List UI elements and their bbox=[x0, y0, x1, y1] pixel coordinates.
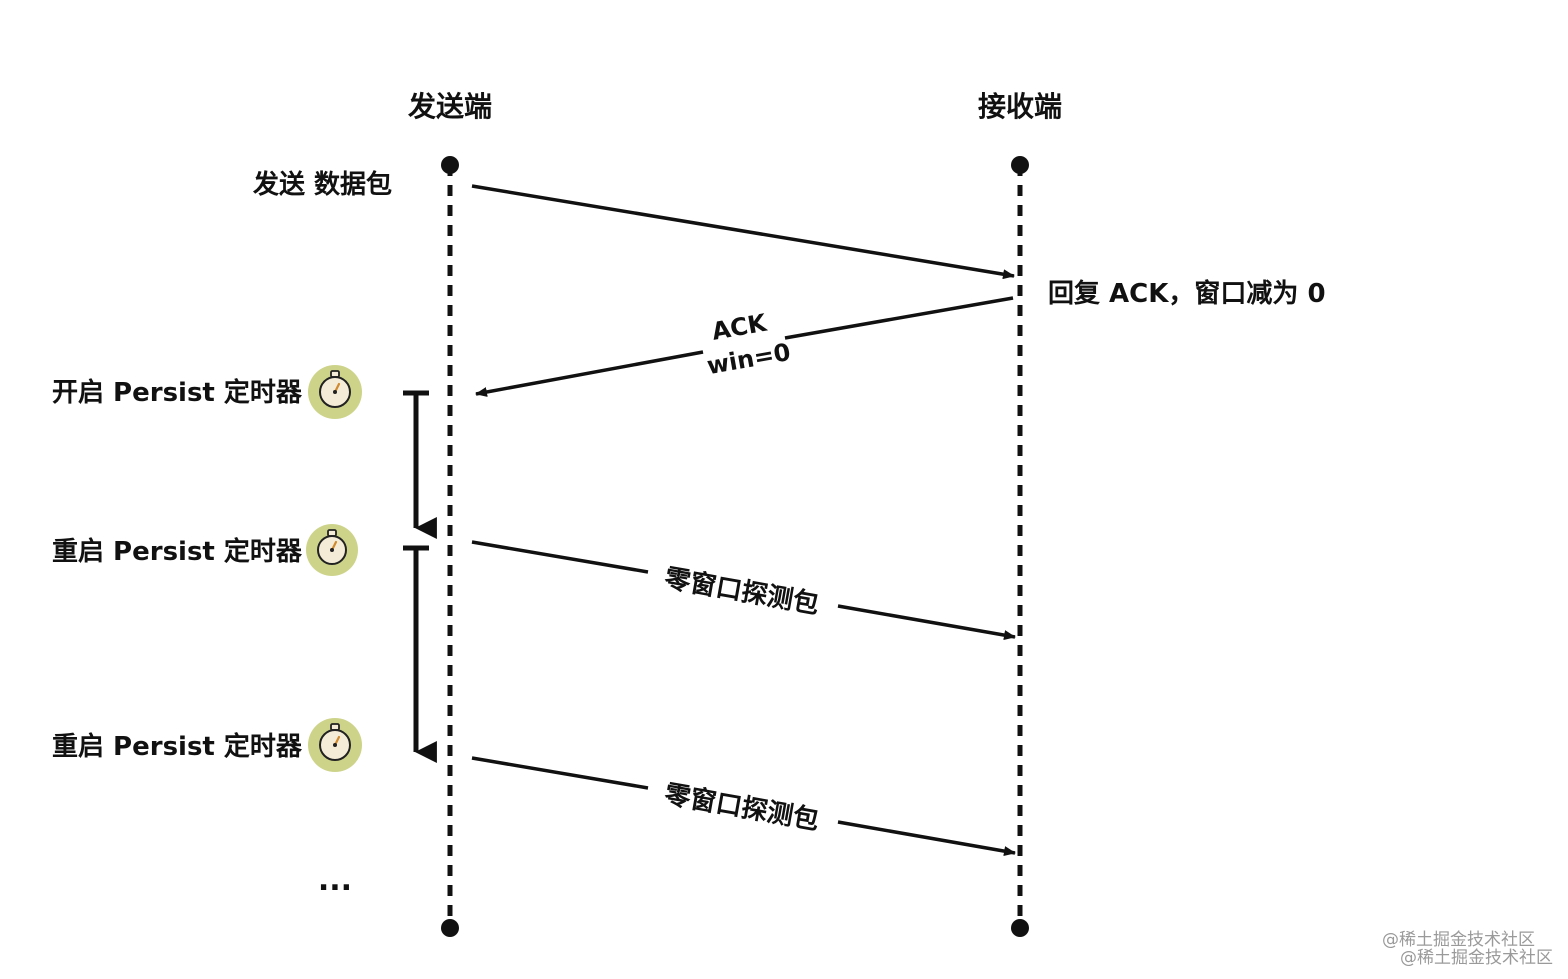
ack-arrow-segment bbox=[784, 296, 1014, 340]
receiver-reply-label: 回复 ACK，窗口减为 0 bbox=[1048, 278, 1326, 309]
receiver-title: 接收端 bbox=[978, 90, 1062, 123]
probe-arrow bbox=[837, 604, 1016, 641]
probe-arrow-segment bbox=[471, 540, 649, 574]
ack-arrow bbox=[475, 350, 704, 397]
timer-interval-arrow bbox=[403, 545, 437, 763]
sender-title: 发送端 bbox=[407, 90, 492, 123]
stopwatch-icon bbox=[306, 524, 358, 576]
probe-arrow bbox=[837, 820, 1016, 857]
probe-label: 零窗口探测包 bbox=[662, 779, 821, 837]
data-packet-arrow bbox=[471, 184, 1015, 280]
timer-event-label: 开启 Persist 定时器 bbox=[52, 377, 303, 408]
receiver-lifeline bbox=[1011, 156, 1029, 937]
stopwatch-icon bbox=[308, 718, 362, 772]
probe-label: 零窗口探测包 bbox=[662, 563, 821, 621]
ack-label: ACK bbox=[710, 308, 770, 345]
timer-event-label: 重启 Persist 定时器 bbox=[52, 731, 303, 762]
probe-arrow-segment bbox=[471, 756, 649, 790]
send-data-label: 发送 数据包 bbox=[252, 169, 392, 200]
timer-interval-arrow bbox=[403, 390, 437, 539]
stopwatch-icon bbox=[308, 365, 362, 419]
watermark-text: @稀土掘金技术社区 bbox=[1382, 930, 1535, 950]
ack-message-label: ACK win=0 bbox=[705, 308, 793, 380]
sender-lifeline bbox=[441, 156, 459, 937]
timer-event-label: 重启 Persist 定时器 bbox=[52, 536, 303, 567]
continuation-ellipsis: ... bbox=[318, 863, 352, 898]
watermark-text: @稀土掘金技术社区 bbox=[1400, 948, 1553, 968]
